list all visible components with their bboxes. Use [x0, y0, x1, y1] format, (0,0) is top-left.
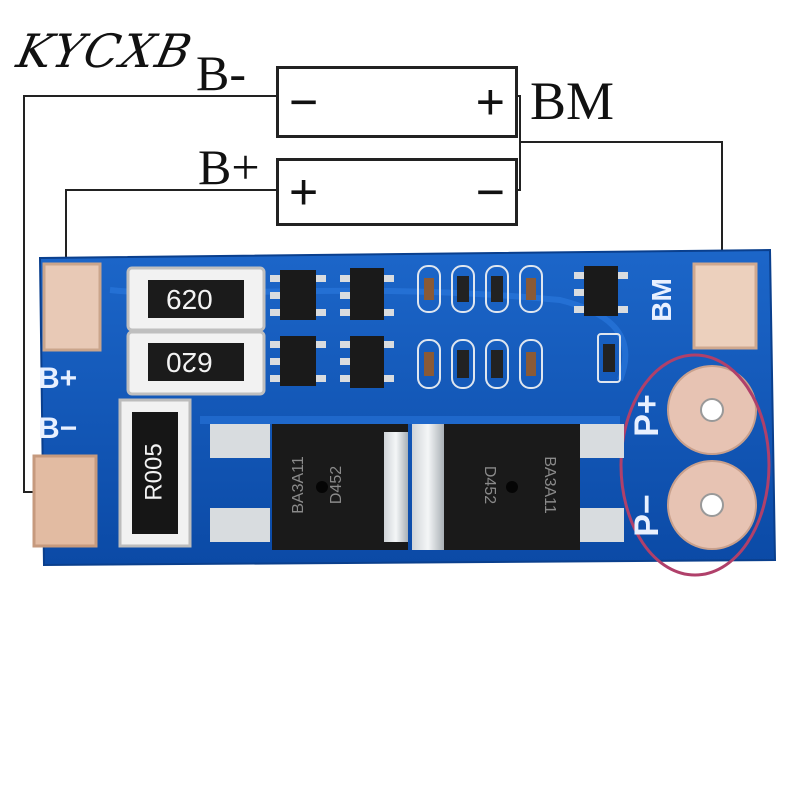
battery-cell-bottom: + −	[276, 158, 518, 226]
shunt-label: R005	[140, 443, 168, 501]
pad-label-bm: BM	[645, 278, 677, 322]
cell-bottom-plus: +	[289, 164, 319, 220]
resistor-mid-label: 620	[166, 347, 213, 378]
pad-label-b-plus: B+	[38, 362, 78, 395]
mosfet-left-batch: BA3A11	[289, 456, 307, 514]
pad-label-b-minus: B−	[38, 412, 78, 445]
cell-top-minus: −	[289, 74, 319, 130]
label-b-plus: B+	[198, 139, 260, 195]
battery-cell-top: − +	[276, 66, 518, 138]
pad-label-p-minus: P−	[627, 494, 666, 537]
resistor-top-label: 620	[166, 284, 213, 315]
label-b-minus: B-	[196, 45, 246, 101]
pad-label-p-plus: P+	[627, 394, 666, 437]
mosfet-right-batch: BA3A11	[540, 456, 558, 514]
mosfet-right-code: D452	[481, 465, 499, 505]
mosfet-left-code: D452	[328, 465, 346, 505]
cell-bottom-minus: −	[475, 164, 505, 220]
label-bm: BM	[530, 71, 615, 131]
cell-top-plus: +	[475, 74, 505, 130]
